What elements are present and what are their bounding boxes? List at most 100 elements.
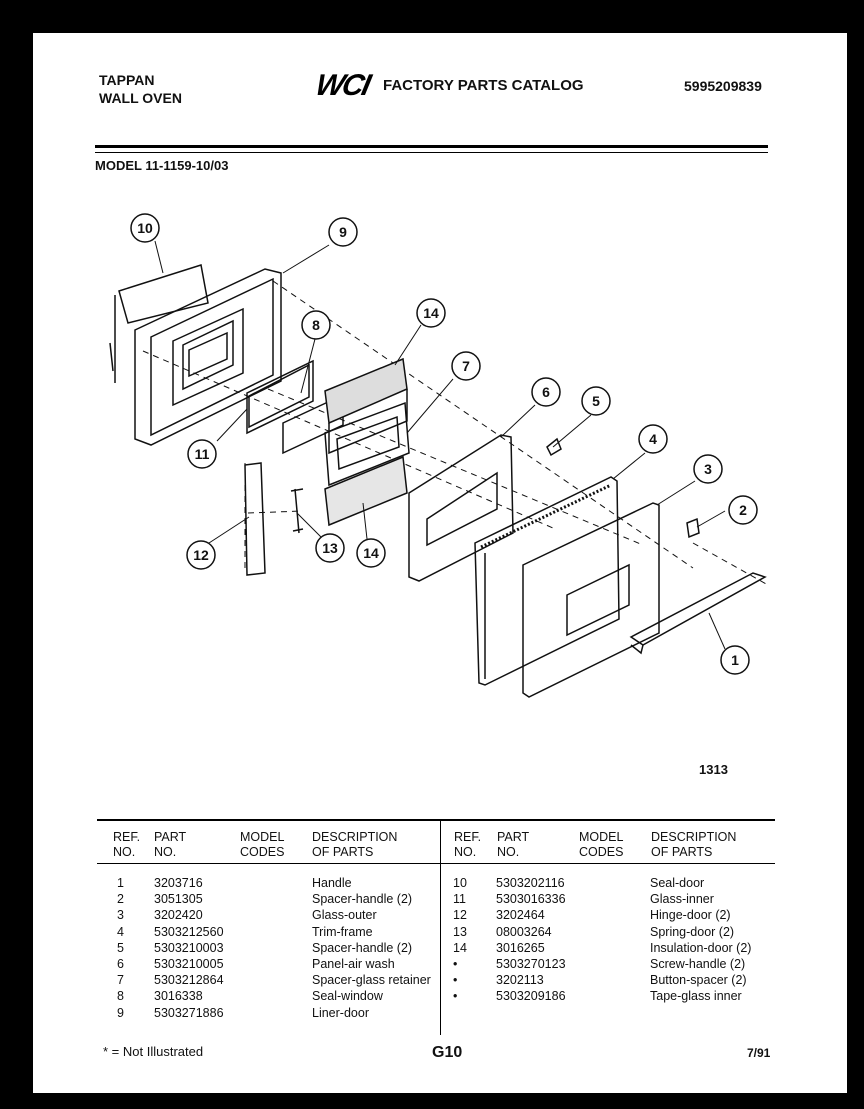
cell-part: 3016338 [154,989,203,1004]
cell-ref: 1 [117,876,124,891]
cell-codes [578,907,650,923]
spacer-glass-retainer-part [324,401,410,487]
cell-part: 5303210003 [154,940,224,955]
table-row: 7 5303212864 Spacer-glass retainer [117,972,452,988]
table-row: 13 08003264 Spring-door (2) [453,924,780,940]
cell-codes [240,956,312,972]
cell-ref: 4 [117,924,124,939]
spring-door-part [290,488,304,534]
cell-part: 5303212560 [154,924,224,939]
cell-codes [578,940,650,956]
cell-ref: 3 [117,908,124,923]
cell-part: 5303016336 [496,892,566,907]
cell-part: 3202420 [154,908,203,923]
cell-part: 5303270123 [496,957,566,972]
table-row: 14 3016265 Insulation-door (2) [453,940,780,956]
table-row: 4 5303212560 Trim-frame [117,924,452,940]
cell-desc: Tape-glass inner [650,989,742,1004]
cell-ref: • [453,989,458,1004]
cell-desc: Seal-window [312,989,383,1004]
cell-part: 5303202116 [496,876,565,891]
table-row: • 5303209186 Tape-glass inner [453,988,780,1004]
callout-12: 12 [193,547,209,563]
cell-codes [240,972,312,988]
callout-14: 14 [423,305,439,321]
glass-outer-part [522,502,660,698]
callout-13: 13 [322,540,338,556]
table-row: 5 5303210003 Spacer-handle (2) [117,940,452,956]
spacer-handle-part [546,437,562,457]
cell-codes [240,907,312,923]
cell-ref: 13 [453,924,467,939]
cell-desc: Trim-frame [312,924,373,939]
cell-ref: 10 [453,876,467,891]
cell-codes [240,1005,312,1021]
figure-number: 1313 [699,762,728,777]
cell-part: 5303212864 [154,973,224,988]
cell-desc: Seal-door [650,876,705,891]
callout-8: 8 [312,317,320,333]
callout-3: 3 [704,461,712,477]
handle-part [629,572,767,655]
insulation-door-lower-part [324,455,408,527]
cell-part: 3016265 [496,940,545,955]
cell-desc: Handle [312,876,352,891]
cell-part: 3202113 [496,973,544,988]
cell-ref: 6 [117,957,124,972]
insulation-door-upper-part [324,357,408,455]
model-number: MODEL 11-1159-10/03 [95,158,229,173]
cell-ref: 9 [117,1005,124,1020]
cell-ref: 8 [117,989,124,1004]
cell-ref: 14 [453,940,467,955]
callout-7: 7 [462,358,470,374]
brand-line-2: WALL OVEN [99,90,182,106]
catalog-number: 5995209839 [684,78,762,94]
cell-ref: 5 [117,940,124,955]
cell-codes [578,988,650,1004]
cell-part: 3203716 [154,876,203,891]
cell-desc: Hinge-door (2) [650,908,731,923]
cell-desc: Spacer-handle (2) [312,940,413,955]
cell-desc: Spacer-glass retainer [312,973,431,988]
liner-door-part [134,268,282,446]
cell-codes [240,988,312,1004]
header-divider [95,145,768,153]
cell-codes [578,956,650,972]
parts-catalog-sheet: TAPPAN WALL OVEN WCI FACTORY PARTS CATAL… [33,33,847,1093]
cell-part: 5303209186 [496,989,566,1004]
cell-desc: Panel-air wash [312,957,395,972]
cell-ref: 7 [117,973,124,988]
cell-ref: 2 [117,892,124,907]
cell-codes [240,924,312,940]
cell-codes [578,972,650,988]
table-center-divider [440,821,441,1035]
table-row: 10 5303202116 Seal-door [453,875,780,891]
revision-date: 7/91 [747,1046,771,1060]
cell-part: 3202464 [496,908,545,923]
cell-codes [240,875,312,891]
table-top-rule [97,819,775,821]
callout-2: 2 [739,502,747,518]
cell-ref: 11 [453,892,466,907]
callout-9: 9 [339,224,347,240]
cell-part: 3051305 [154,892,203,907]
cell-part: 5303271886 [154,1005,224,1020]
page-number: G10 [432,1044,463,1061]
cell-desc: Spring-door (2) [650,924,735,939]
footnote-not-illustrated: * = Not Illustrated [103,1044,204,1059]
cell-part: 08003264 [496,924,552,939]
cell-desc: Button-spacer (2) [650,973,747,988]
cell-desc: Insulation-door (2) [650,940,752,955]
